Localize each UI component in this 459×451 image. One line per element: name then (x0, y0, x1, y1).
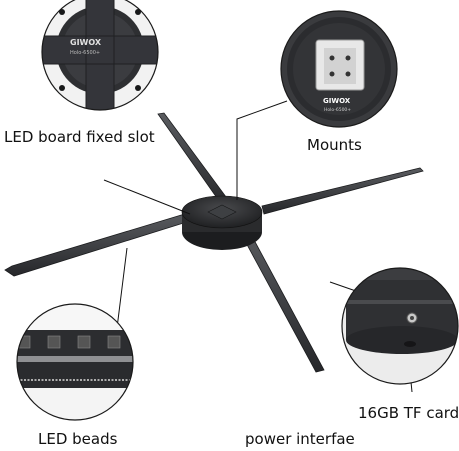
blade-bottom (237, 224, 325, 373)
blade-top (157, 112, 233, 209)
mount-brand-logo: GIWOX (323, 97, 351, 105)
blade-left (4, 212, 191, 277)
beads-pointer-line (116, 247, 128, 329)
blade-right (261, 167, 424, 215)
mounts-pointer-line (236, 100, 288, 200)
fan-hub (181, 195, 263, 250)
fan-blades (4, 112, 424, 373)
label-tf-card: 16GB TF card (358, 404, 459, 422)
label-mounts: Mounts (307, 136, 362, 154)
detail-circle-power (341, 267, 459, 385)
detail-circle-slot: GIWOX Holo-6500+ (41, 0, 159, 111)
label-power-interface: power interfae (245, 430, 355, 448)
label-led-beads: LED beads (38, 430, 118, 448)
slot-pointer-line (103, 179, 191, 215)
brand-logo: GIWOX (70, 38, 102, 47)
detail-circle-beads (16, 303, 134, 421)
detail-circle-mounts: GIWOX Holo-6500+ (280, 10, 398, 128)
model-text: Holo-6500+ (70, 50, 100, 56)
label-led-board-fixed-slot: LED board fixed slot (4, 128, 155, 146)
mount-model-text: Holo-6500+ (324, 107, 351, 113)
